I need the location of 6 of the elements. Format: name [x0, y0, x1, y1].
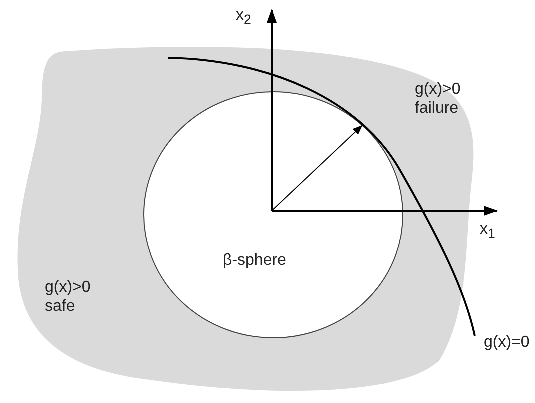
- region-label: β-sphere: [223, 251, 286, 270]
- axis-label: x$_{2}$: [236, 6, 252, 30]
- region-label: g(x)>0 safe: [45, 278, 92, 316]
- curve-label: g(x)=0: [484, 333, 530, 352]
- region-label: g(x)>0 failure: [415, 80, 462, 118]
- axis-label: x$_{1}$: [480, 220, 496, 244]
